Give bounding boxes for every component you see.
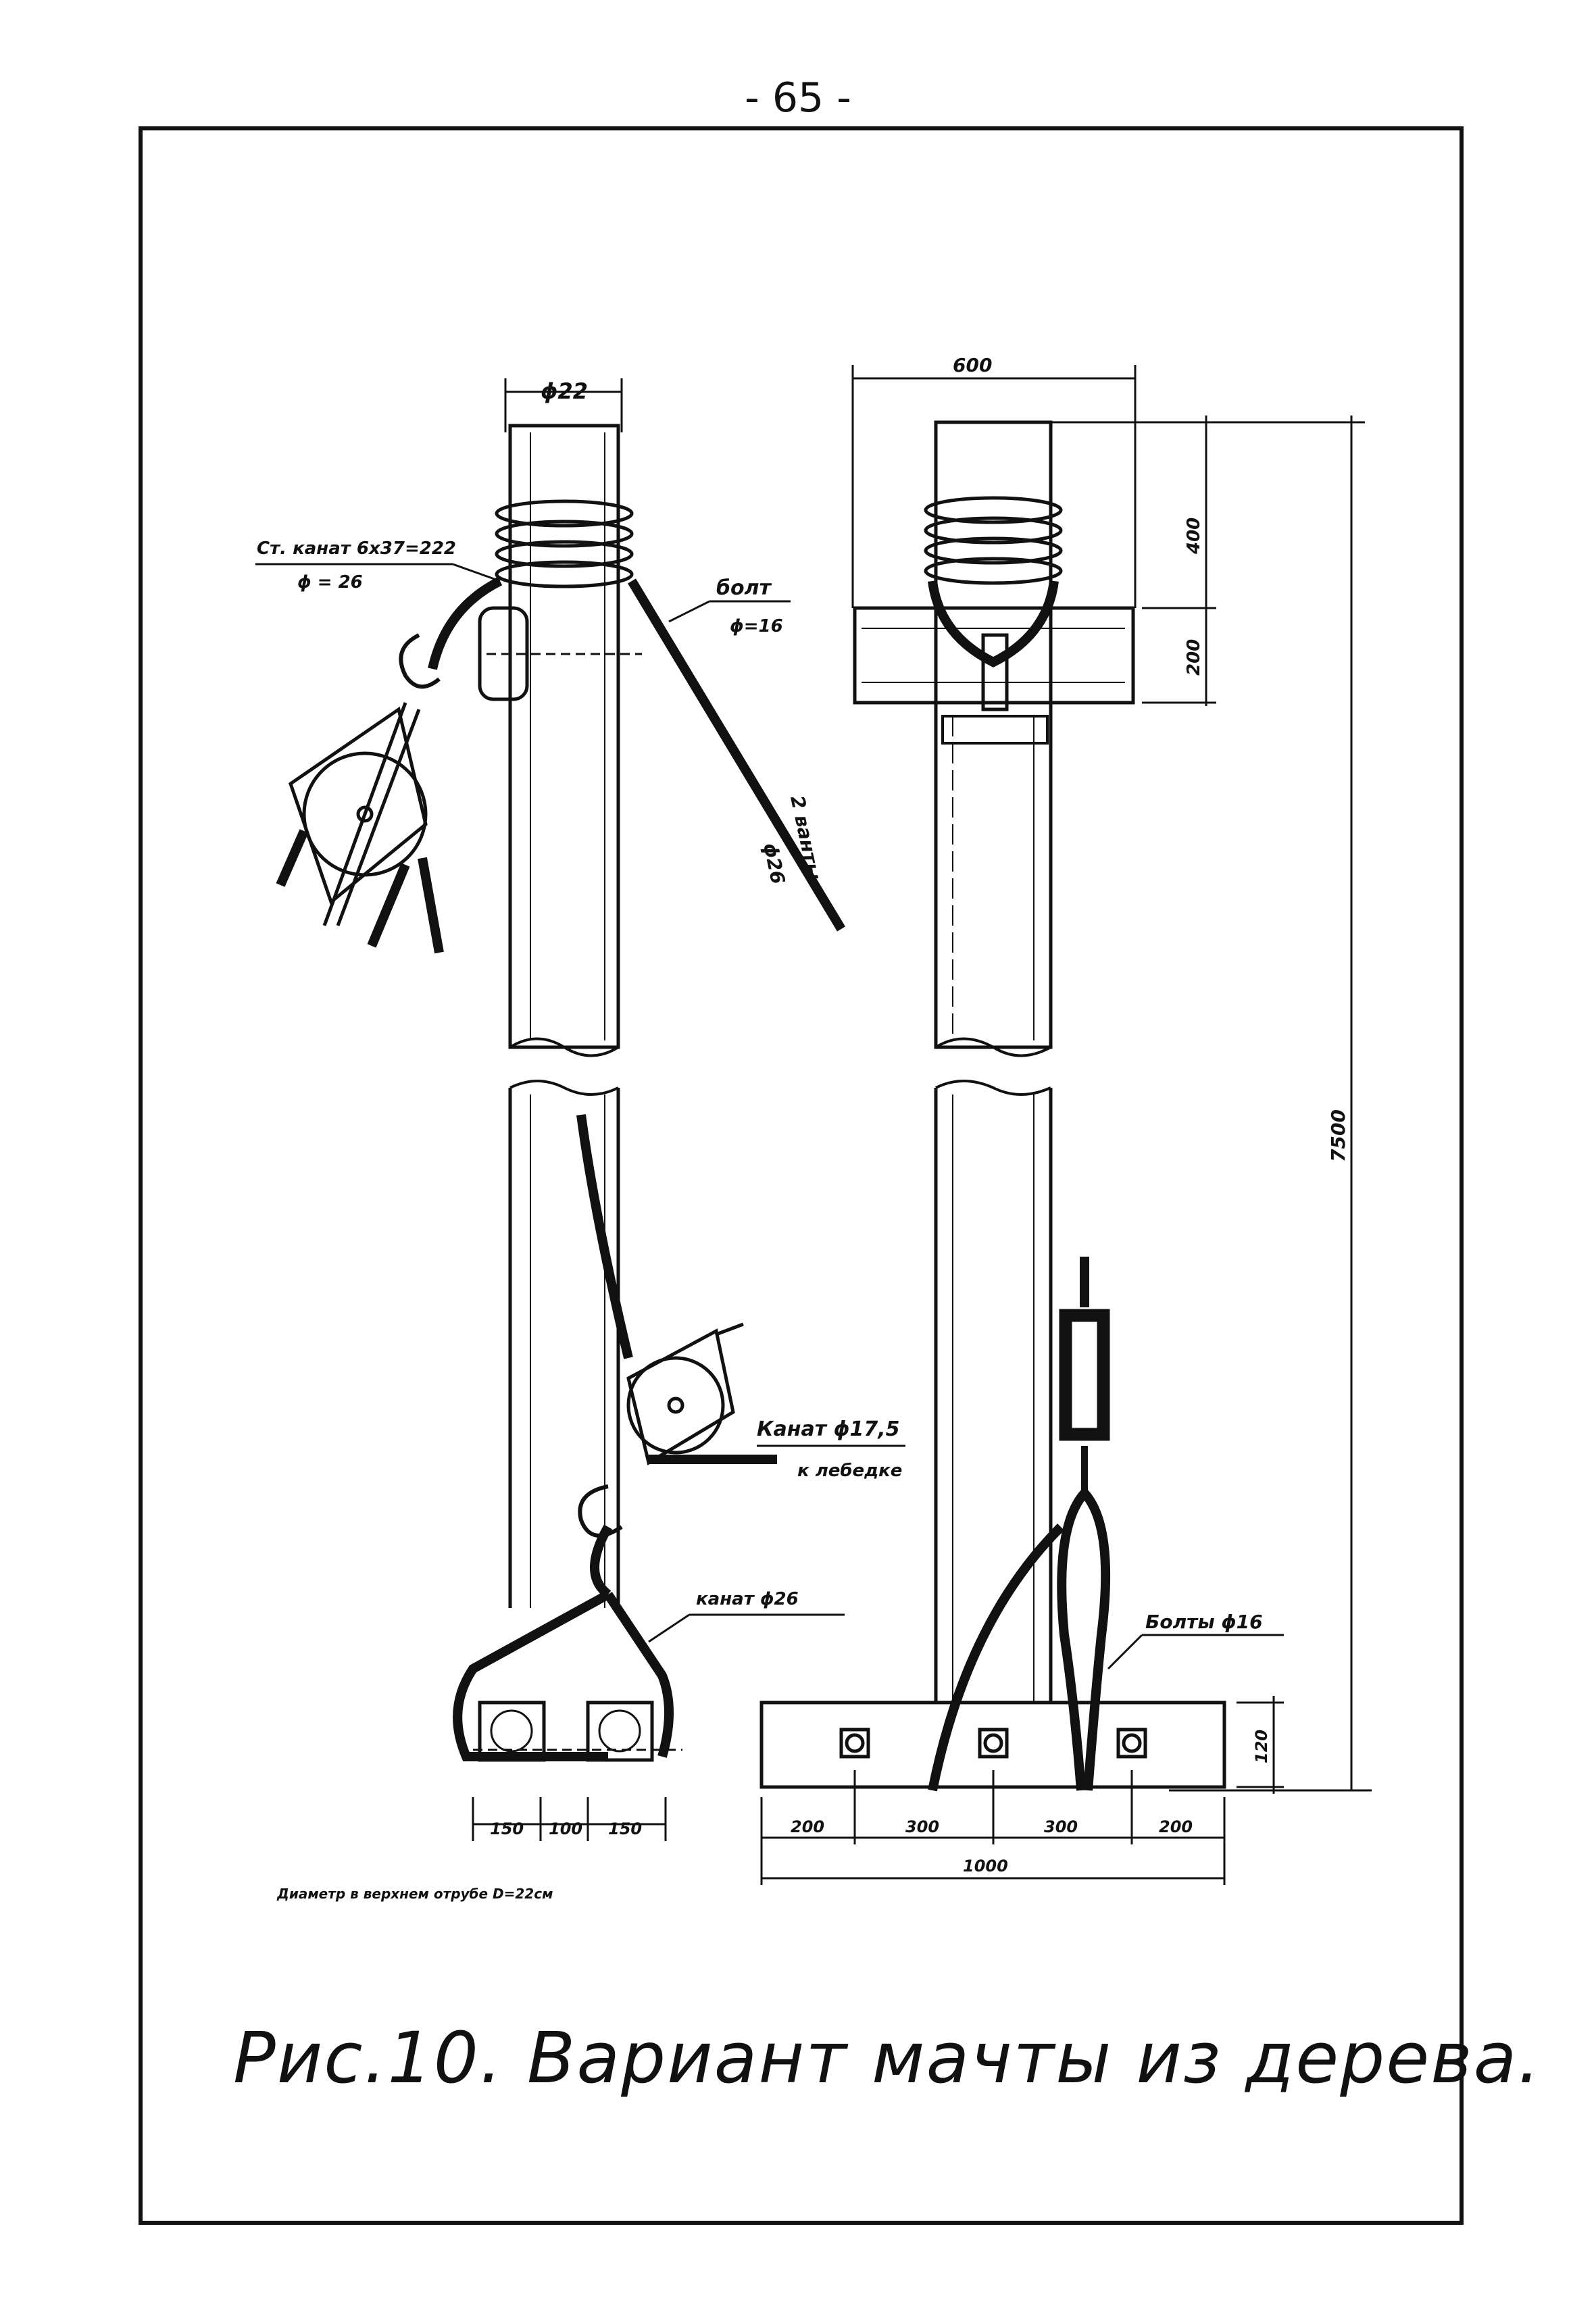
left-base-block-2: [586, 1701, 654, 1762]
right-height-cap: 400: [1184, 518, 1204, 555]
left-bolt-label-2: ϕ=16: [730, 616, 783, 636]
left-dim-1: 150: [490, 1819, 524, 1838]
right-crossbar: [853, 606, 1135, 705]
right-total-height: 7500: [1327, 1109, 1349, 1162]
right-base-height: 120: [1252, 1730, 1271, 1763]
sheet-border: [139, 126, 1464, 2225]
right-width-top: 600: [953, 354, 992, 376]
left-winch-label-2: к лебедке: [797, 1461, 902, 1481]
left-guy-label-2: ϕ26: [759, 841, 789, 886]
left-lower-pulley: [626, 1322, 744, 1465]
left-cable-label-2: ϕ = 26: [297, 572, 363, 593]
left-bolt-label-1: болт: [716, 576, 772, 600]
left-rope-lashing: [495, 499, 634, 588]
right-mast-view: [759, 365, 1372, 1885]
left-mast-view: [255, 378, 905, 1841]
right-base-dim-4: 200: [1159, 1817, 1193, 1836]
left-cable-label-1: Ст. канат 6х37=222: [257, 538, 456, 559]
left-dim-2: 100: [549, 1819, 582, 1838]
right-height-crossbar: 200: [1184, 639, 1204, 676]
right-base-total: 1000: [963, 1857, 1008, 1876]
left-base-block-1: [478, 1701, 546, 1762]
page-number: - 65 -: [745, 74, 851, 122]
right-base-dim-1: 200: [791, 1817, 824, 1836]
left-rope-label: канат ϕ26: [696, 1589, 799, 1609]
left-winch-label-1: Канат ϕ17,5: [757, 1417, 899, 1441]
left-pulley-block: [289, 702, 428, 926]
right-base-dim-3: 300: [1044, 1817, 1078, 1836]
left-note: Диаметр в верхнем отрубе D=22см: [276, 1886, 553, 1902]
left-dim-3: 150: [608, 1819, 642, 1838]
right-base-dim-2: 300: [905, 1817, 939, 1836]
figure-caption: Рис.10. Вариант мачты из дерева.: [233, 2017, 1542, 2099]
left-top-diameter: ϕ22: [541, 378, 588, 404]
right-rope-lashing: [924, 496, 1063, 668]
left-guy-label-1: 2 ванты: [786, 794, 826, 882]
left-mast-upper: [508, 424, 620, 1049]
right-bolts-label: Болты ϕ16: [1145, 1611, 1263, 1633]
